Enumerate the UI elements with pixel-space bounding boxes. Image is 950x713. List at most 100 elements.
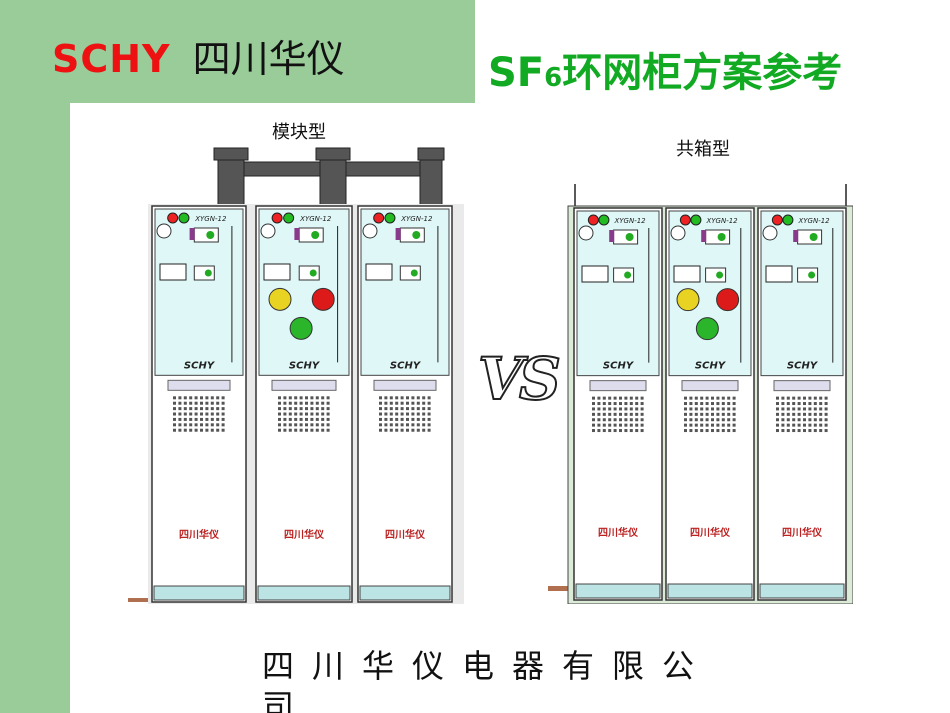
pressure-gauge bbox=[260, 223, 276, 239]
vent-hole bbox=[183, 407, 187, 411]
vent-hole bbox=[379, 423, 382, 427]
vent-hole bbox=[400, 417, 404, 421]
vent-hole bbox=[629, 407, 633, 411]
vent-hole bbox=[406, 423, 409, 427]
title-sf: SF bbox=[488, 50, 545, 96]
vent-hole bbox=[640, 418, 644, 422]
vent-hole bbox=[178, 396, 182, 400]
vent-hole bbox=[183, 401, 187, 405]
vent-hole bbox=[819, 407, 823, 411]
vent-hole bbox=[294, 428, 298, 432]
vent-hole bbox=[792, 402, 796, 406]
vent-hole bbox=[205, 396, 209, 400]
vent-hole bbox=[808, 407, 812, 411]
vent-hole bbox=[716, 402, 720, 406]
vent-hole bbox=[797, 402, 801, 406]
vent-hole bbox=[705, 418, 709, 422]
vent-hole bbox=[608, 418, 612, 422]
vent-hole bbox=[288, 428, 292, 432]
vent-hole bbox=[640, 423, 644, 427]
vent-hole bbox=[315, 407, 319, 411]
vent-hole bbox=[813, 402, 817, 406]
vent-hole bbox=[299, 417, 303, 421]
vent-hole bbox=[210, 428, 214, 432]
cabinet-base bbox=[359, 585, 451, 601]
vent-hole bbox=[189, 428, 193, 432]
vent-hole bbox=[310, 428, 314, 432]
vent-hole bbox=[813, 412, 817, 416]
vent-hole bbox=[216, 401, 220, 405]
vent-hole bbox=[294, 417, 298, 421]
grounding-bar bbox=[548, 586, 572, 591]
earth-indicator bbox=[716, 271, 724, 279]
vent-hole bbox=[608, 429, 612, 433]
vent-hole bbox=[781, 407, 785, 411]
vent-hole bbox=[797, 396, 801, 400]
vent-hole bbox=[629, 429, 633, 433]
nameplate: SCHY bbox=[695, 361, 727, 372]
pressure-gauge bbox=[156, 223, 172, 239]
vent-hole bbox=[684, 423, 687, 427]
vent-hole bbox=[808, 429, 812, 433]
vent-hole bbox=[629, 418, 633, 422]
vent-hole bbox=[422, 396, 426, 400]
vent-hole bbox=[299, 428, 303, 432]
vent-cap bbox=[373, 379, 437, 391]
vent-hole bbox=[721, 429, 725, 433]
vent-hole bbox=[640, 396, 644, 400]
vent-hole bbox=[694, 402, 698, 406]
vent-hole bbox=[427, 407, 431, 411]
vent-hole bbox=[310, 417, 314, 421]
sidebar-green-band bbox=[0, 0, 70, 713]
vent-hole bbox=[400, 412, 404, 416]
vent-hole bbox=[326, 428, 330, 432]
vent-hole bbox=[283, 428, 287, 432]
vent-hole bbox=[635, 412, 639, 416]
vent-hole bbox=[684, 412, 687, 416]
vent-hole bbox=[395, 428, 399, 432]
nameplate: SCHY bbox=[289, 360, 321, 371]
vent-hole bbox=[711, 412, 714, 416]
vent-hole bbox=[305, 428, 308, 432]
vent-hole bbox=[305, 417, 308, 421]
vent-hole bbox=[813, 418, 817, 422]
vent-hole bbox=[629, 412, 633, 416]
vent-hole bbox=[400, 396, 404, 400]
vent-hole bbox=[299, 396, 303, 400]
vent-hole bbox=[808, 423, 812, 427]
vent-hole bbox=[727, 396, 731, 400]
vent-hole bbox=[776, 407, 779, 411]
vent-hole bbox=[210, 407, 214, 411]
vent-hole bbox=[797, 418, 801, 422]
cabinet-base bbox=[667, 583, 753, 599]
vent-hole bbox=[592, 407, 595, 411]
vent-hole bbox=[727, 429, 731, 433]
vent-hole bbox=[619, 407, 622, 411]
vent-hole bbox=[183, 417, 187, 421]
model-label: XYGN-12 bbox=[299, 215, 332, 223]
vent-hole bbox=[786, 423, 790, 427]
vent-hole bbox=[400, 401, 404, 405]
vent-hole bbox=[640, 412, 644, 416]
vent-hole bbox=[732, 396, 736, 400]
vent-hole bbox=[178, 407, 182, 411]
vent-cap bbox=[167, 379, 231, 391]
vent-hole bbox=[602, 429, 606, 433]
vent-hole bbox=[613, 412, 617, 416]
vent-hole bbox=[205, 417, 209, 421]
vent-hole bbox=[711, 429, 714, 433]
vent-hole bbox=[819, 429, 823, 433]
vent-hole bbox=[321, 407, 325, 411]
switch-indicator bbox=[311, 231, 320, 239]
vent-hole bbox=[411, 423, 415, 427]
vent-hole bbox=[813, 407, 817, 411]
nameplate: SCHY bbox=[390, 360, 422, 371]
vent-hole bbox=[786, 402, 790, 406]
vent-hole bbox=[389, 412, 393, 416]
vent-hole bbox=[406, 417, 409, 421]
vent-hole bbox=[619, 396, 622, 400]
vent-hole bbox=[592, 402, 595, 406]
